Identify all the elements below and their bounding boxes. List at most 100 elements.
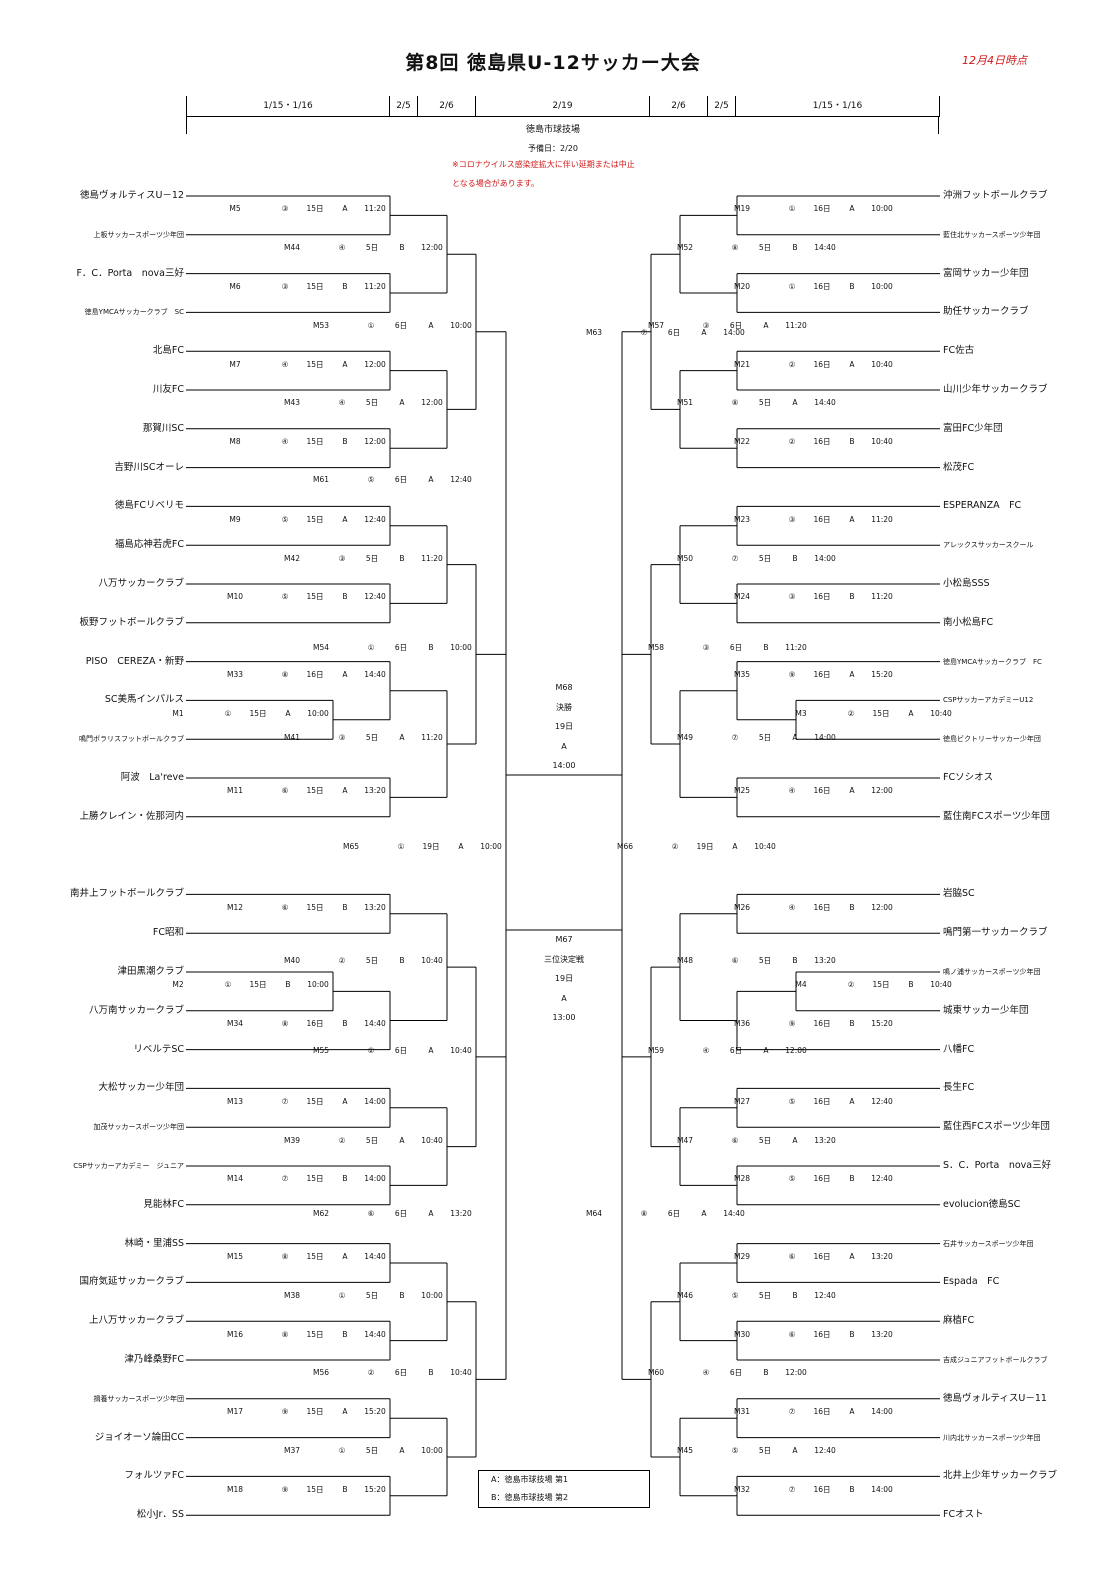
match-t: 12:40: [814, 1446, 836, 1455]
team-name: 沖洲フットボールクラブ: [943, 190, 1048, 201]
match-t: 14:00: [364, 1096, 386, 1106]
match-id: M4: [795, 980, 807, 990]
match-id: M66: [616, 842, 633, 851]
team-name: Espada FC: [943, 1276, 1000, 1288]
match-d: 16日: [813, 902, 831, 912]
team-name: 国府気延サッカークラブ: [79, 1276, 184, 1288]
match-t: 14:00: [814, 553, 836, 563]
match-c: ①: [224, 708, 232, 718]
team-name: 福島応神若虎FC: [114, 539, 184, 551]
match-c: ②: [338, 956, 346, 966]
match-d: 15日: [306, 282, 324, 291]
match-v: B: [849, 1174, 855, 1184]
match-d: 6日: [394, 1209, 408, 1218]
match-c: ②: [338, 1135, 346, 1145]
match-t: 14:40: [364, 1019, 386, 1029]
match-id: M28: [733, 1174, 750, 1184]
team-name: 岩脇SC: [943, 888, 975, 900]
match-c: ③: [702, 320, 710, 330]
match-v: B: [342, 902, 348, 912]
team-name: 津乃峰桑野FC: [124, 1354, 184, 1365]
match-v: A: [849, 359, 855, 369]
match-v: A: [701, 328, 707, 338]
match-id: M16: [226, 1329, 243, 1339]
match-d: 19日: [422, 842, 440, 851]
match-id: M19: [733, 204, 750, 214]
match-t: 10:40: [421, 1135, 443, 1145]
match-d: 16日: [306, 1019, 324, 1029]
third-venue: A: [561, 993, 567, 1003]
match-id: M20: [733, 282, 750, 291]
as-of-date: 12月4日時点: [962, 54, 1027, 67]
team-name: FC昭和: [152, 927, 184, 939]
match-c: ④: [788, 786, 796, 796]
team-name: SC美馬インパルス: [104, 694, 184, 706]
match-id: M25: [733, 786, 750, 796]
team-name: F．C．Porta nova三好: [76, 267, 184, 279]
match-id: M46: [676, 1290, 693, 1300]
match-t: 10:00: [421, 1290, 443, 1300]
match-t: 12:40: [814, 1290, 836, 1300]
match-t: 14:00: [814, 733, 836, 743]
match-d: 5日: [365, 1446, 379, 1455]
match-c: ⑦: [281, 1096, 289, 1106]
match-t: 10:00: [307, 708, 329, 718]
match-d: 5日: [365, 1135, 379, 1145]
match-v: A: [732, 842, 738, 851]
match-v: B: [399, 243, 405, 253]
match-id: M49: [676, 733, 693, 743]
match-id: M50: [676, 553, 693, 563]
match-c: ①: [338, 1446, 346, 1455]
match-d: 15日: [306, 786, 324, 796]
match-v: B: [849, 1484, 855, 1494]
schedule-axis: [186, 116, 940, 117]
match-t: 13:20: [450, 1209, 472, 1218]
match-v: A: [763, 1045, 769, 1055]
match-v: B: [342, 1174, 348, 1184]
match-c: ⑦: [788, 1484, 796, 1494]
match-d: 15日: [306, 1484, 324, 1494]
match-t: 12:00: [421, 398, 443, 408]
match-id: M17: [226, 1407, 243, 1417]
match-c: ④: [788, 902, 796, 912]
match-id: M22: [733, 437, 750, 447]
match-id: M48: [676, 956, 693, 966]
match-t: 14:40: [364, 1252, 386, 1261]
match-d: 5日: [758, 956, 772, 966]
team-name: ジョイオーソ論田CC: [94, 1431, 184, 1443]
match-v: A: [342, 204, 348, 214]
match-t: 13:20: [364, 786, 386, 796]
team-name: 林崎・里浦SS: [124, 1237, 184, 1249]
match-c: ②: [671, 842, 679, 851]
schedule-date: 2/6: [418, 96, 476, 116]
match-c: ②: [847, 708, 855, 718]
match-c: ①: [367, 320, 375, 330]
match-d: 6日: [394, 1045, 408, 1055]
match-id: M18: [226, 1484, 243, 1494]
match-v: A: [849, 786, 855, 796]
match-id: M8: [229, 437, 241, 447]
match-d: 5日: [758, 553, 772, 563]
match-t: 12:00: [364, 437, 386, 447]
match-t: 14:40: [364, 1329, 386, 1339]
match-id: M23: [733, 514, 750, 524]
match-d: 15日: [306, 592, 324, 602]
match-v: A: [849, 1407, 855, 1417]
match-d: 15日: [306, 1252, 324, 1261]
team-name: 鳴門ボラリスフットボールクラブ: [79, 735, 184, 744]
match-c: ⑥: [731, 1135, 739, 1145]
match-id: M59: [647, 1045, 664, 1055]
match-c: ⑤: [788, 1174, 796, 1184]
match-id: M45: [676, 1446, 693, 1455]
match-d: 15日: [249, 980, 267, 990]
match-id: M7: [229, 359, 241, 369]
